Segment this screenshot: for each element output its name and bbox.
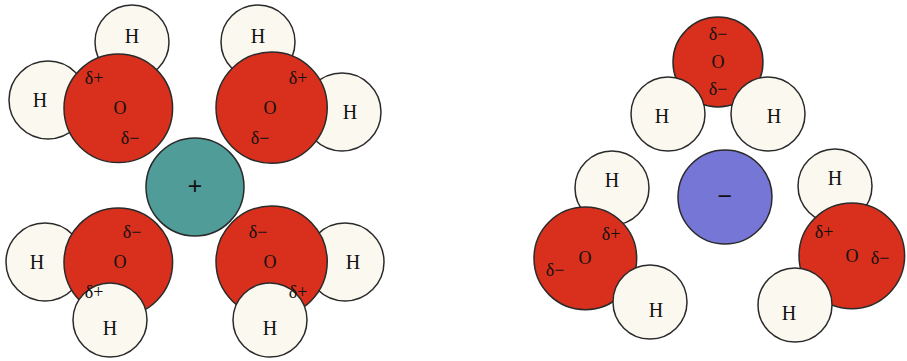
partial-charge: δ− bbox=[121, 129, 140, 147]
hydrogen-atom: H bbox=[612, 264, 688, 340]
hydrogen-atom-circle bbox=[758, 268, 832, 342]
element-symbol: O bbox=[263, 253, 276, 271]
partial-charge: δ− bbox=[123, 223, 142, 241]
element-symbol: H bbox=[103, 318, 117, 338]
partial-charge: δ+ bbox=[289, 283, 308, 301]
anion: − bbox=[677, 149, 773, 245]
partial-charge: δ− bbox=[249, 223, 268, 241]
partial-charge: δ+ bbox=[815, 223, 834, 241]
element-symbol: O bbox=[712, 53, 725, 71]
oxygen-atom-circle bbox=[216, 52, 327, 163]
oxygen-atom: δ+ Oδ− bbox=[215, 51, 328, 164]
element-symbol: O bbox=[263, 99, 276, 117]
hydrogen-atom-circle bbox=[731, 77, 805, 151]
element-symbol: H bbox=[263, 318, 277, 338]
element-symbol: H bbox=[828, 168, 842, 188]
element-symbol: H bbox=[605, 170, 619, 190]
hydrogen-atom-circle bbox=[233, 283, 307, 357]
cation-circle bbox=[146, 138, 244, 236]
cation: + bbox=[145, 137, 245, 237]
partial-charge: δ− bbox=[546, 261, 565, 279]
ion-charge: − bbox=[718, 184, 733, 210]
hydrogen-atom: H bbox=[757, 267, 833, 343]
element-symbol: H bbox=[343, 102, 357, 122]
partial-charge: δ− bbox=[871, 249, 890, 267]
element-symbol: H bbox=[251, 26, 265, 46]
hydrogen-atom-circle bbox=[73, 283, 147, 357]
partial-charge: δ+ bbox=[85, 69, 104, 87]
element-symbol: H bbox=[655, 106, 669, 126]
oxygen-atom-circle bbox=[64, 54, 173, 163]
element-symbol: H bbox=[33, 90, 47, 110]
oxygen-atom: δ+ Oδ− bbox=[63, 53, 174, 164]
hydrogen-atom: H bbox=[730, 76, 806, 152]
element-symbol: H bbox=[782, 303, 796, 323]
element-symbol: H bbox=[125, 26, 139, 46]
element-symbol: H bbox=[649, 300, 663, 320]
partial-charge: δ− bbox=[709, 80, 728, 98]
element-symbol: H bbox=[30, 252, 44, 272]
hydrogen-atom: H bbox=[630, 76, 706, 152]
partial-charge: δ− bbox=[709, 25, 728, 43]
partial-charge: δ+ bbox=[602, 225, 621, 243]
element-symbol: O bbox=[845, 247, 858, 265]
ion-charge: + bbox=[188, 174, 203, 200]
element-symbol: O bbox=[113, 253, 126, 271]
partial-charge: δ+ bbox=[85, 283, 104, 301]
element-symbol: O bbox=[113, 99, 126, 117]
hydrogen-atom-circle bbox=[613, 265, 687, 339]
element-symbol: O bbox=[578, 249, 591, 267]
hydrogen-atom-circle bbox=[631, 77, 705, 151]
partial-charge: δ− bbox=[251, 129, 270, 147]
partial-charge: δ+ bbox=[289, 69, 308, 87]
element-symbol: H bbox=[346, 252, 360, 272]
anion-circle bbox=[678, 150, 772, 244]
hydrogen-atom: H bbox=[72, 282, 148, 358]
element-symbol: H bbox=[767, 106, 781, 126]
